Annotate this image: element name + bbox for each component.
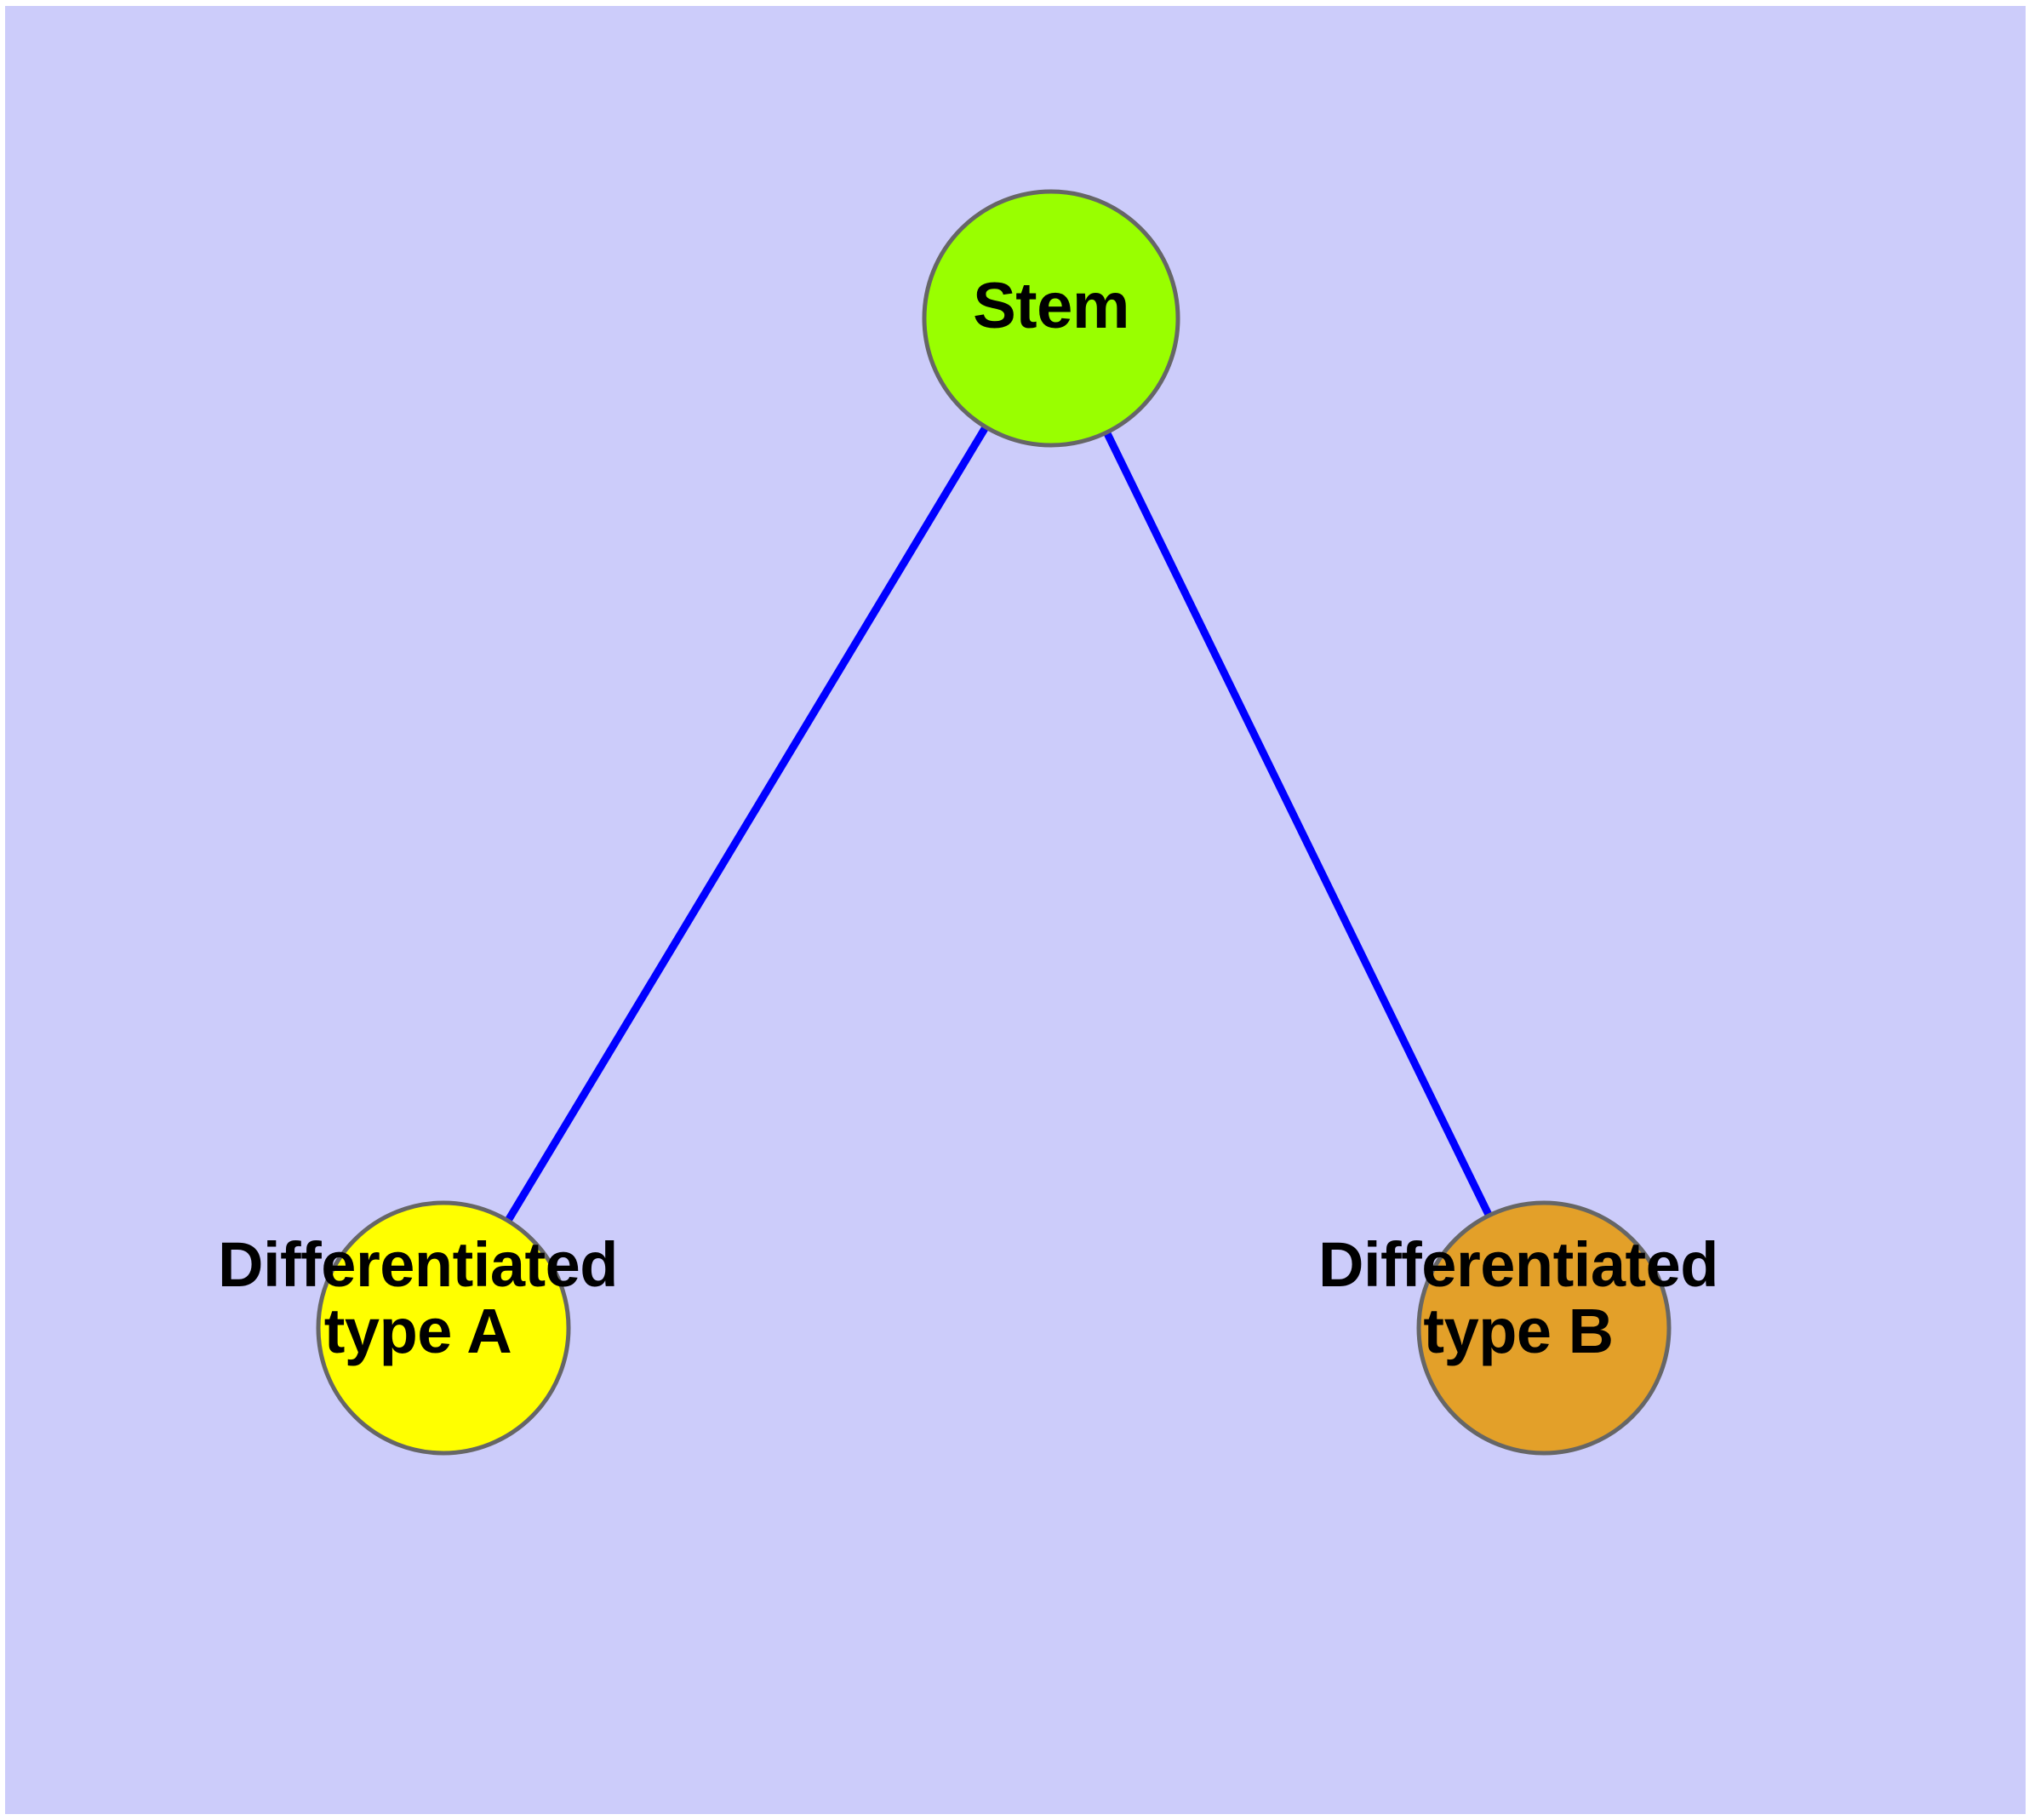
node-layer	[316, 189, 1672, 1456]
node-stem[interactable]	[922, 189, 1180, 448]
graph-svg	[316, 189, 1672, 1456]
graph-plot-area: Stem Differentiated type A Differentiate…	[5, 6, 2026, 1814]
node-differentiated-type-b[interactable]	[1416, 1200, 1672, 1456]
edge-stem-to-differentiated-type-a	[440, 316, 1055, 1331]
node-differentiated-type-a[interactable]	[316, 1200, 571, 1456]
edge-stem-to-differentiated-type-b	[1047, 317, 1548, 1330]
edge-layer	[440, 316, 1548, 1331]
